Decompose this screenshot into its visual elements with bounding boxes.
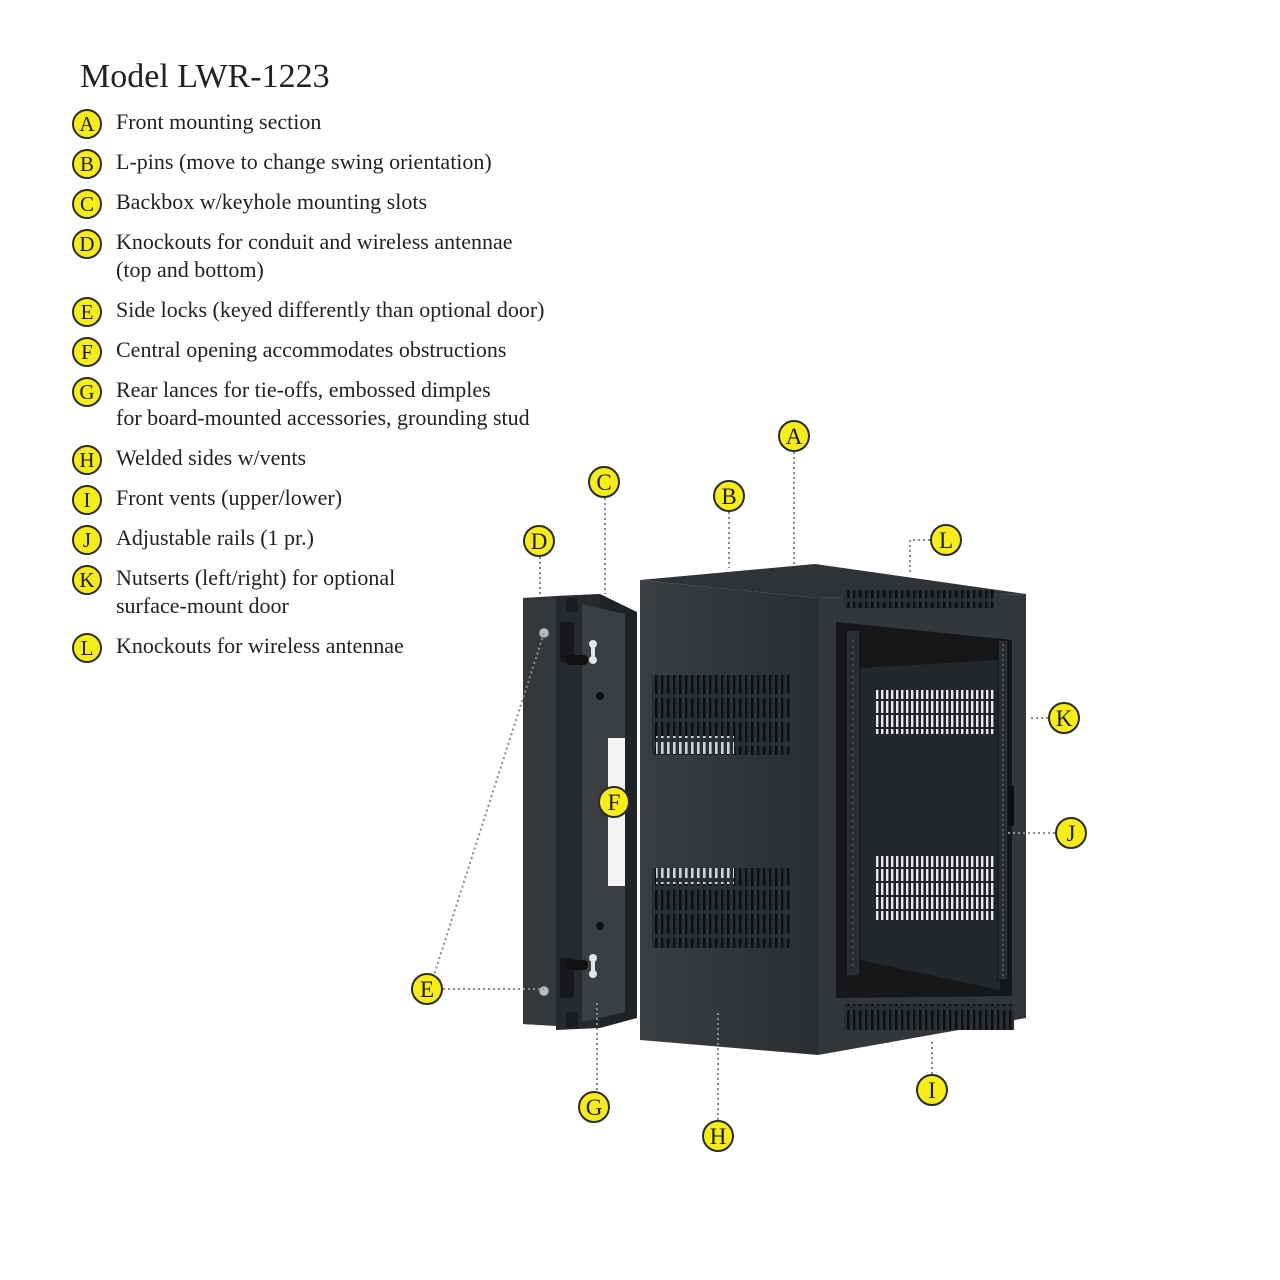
interior-vents-upper: [876, 690, 996, 734]
front-vents-upper: [844, 590, 994, 608]
callout-h: H: [702, 1120, 734, 1152]
callout-b: B: [713, 480, 745, 512]
callout-l: L: [930, 524, 962, 556]
callout-d: D: [523, 525, 555, 557]
legend-text-l: Knockouts for wireless antennae: [116, 633, 404, 658]
legend-text-e: Side locks (keyed differently than optio…: [116, 297, 545, 322]
callout-label-e: E: [420, 977, 434, 1002]
legend-text-g-line2: for board-mounted accessories, grounding…: [116, 405, 530, 430]
legend-item-g: G Rear lances for tie-offs, embossed dim…: [72, 376, 530, 432]
nutsert: [1008, 786, 1014, 826]
callout-badge-f: F: [72, 337, 102, 367]
callout-badge-k: K: [72, 565, 102, 595]
callout-i: I: [916, 1074, 948, 1106]
callout-k: K: [1048, 702, 1080, 734]
callout-badge-i: I: [72, 485, 102, 515]
callout-badge-h: H: [72, 445, 102, 475]
callout-badge-g: G: [72, 377, 102, 407]
callout-badge-l: L: [72, 633, 102, 663]
callout-label-k: K: [1056, 706, 1073, 731]
callout-label-a: A: [786, 424, 803, 449]
callout-label-h: H: [710, 1124, 727, 1149]
diagram-title: Model LWR-1223: [80, 58, 330, 95]
keyhole-slot-top: [589, 640, 597, 664]
callout-e: E: [411, 973, 443, 1005]
callout-c: C: [588, 466, 620, 498]
callout-label-i: I: [928, 1078, 936, 1103]
callout-f: F: [598, 786, 630, 818]
side-lock-bottom: [538, 985, 550, 997]
legend-text-a: Front mounting section: [116, 109, 322, 134]
callout-a: A: [778, 420, 810, 452]
interior-vents-lower: [876, 856, 996, 920]
legend-text-f: Central opening accommodates obstruction…: [116, 337, 507, 362]
callout-label-j: J: [1067, 821, 1076, 846]
backbox: [523, 594, 637, 1030]
legend-text-d-line1: Knockouts for conduit and wireless anten…: [116, 229, 513, 254]
legend-text-i: Front vents (upper/lower): [116, 485, 343, 510]
legend-text-k-line2: surface-mount door: [116, 593, 289, 618]
legend-item-k: K Nutserts (left/right) for optional sur…: [72, 564, 395, 620]
legend-text-g-line1: Rear lances for tie-offs, embossed dimpl…: [116, 377, 491, 402]
legend-text-k-line1: Nutserts (left/right) for optional: [116, 565, 396, 590]
callout-g: G: [578, 1091, 610, 1123]
legend-item-l: L Knockouts for wireless antennae: [72, 632, 404, 663]
callout-label-c: C: [596, 470, 611, 495]
keyhole-slot-bottom: [589, 954, 597, 978]
callout-badge-d: D: [72, 229, 102, 259]
front-mounting-section: [640, 564, 1026, 1055]
callout-label-b: B: [721, 484, 736, 509]
legend-text-b: L-pins (move to change swing orientation…: [116, 149, 492, 174]
legend-text-j: Adjustable rails (1 pr.): [116, 525, 314, 550]
callout-label-g: G: [586, 1095, 603, 1120]
side-lock-top: [538, 627, 550, 639]
callout-label-l: L: [939, 528, 953, 553]
legend-item-c: C Backbox w/keyhole mounting slots: [72, 188, 427, 219]
legend-item-a: A Front mounting section: [72, 108, 321, 139]
callout-badge-a: A: [72, 109, 102, 139]
callout-badge-e: E: [72, 297, 102, 327]
legend-item-d: D Knockouts for conduit and wireless ant…: [72, 228, 513, 284]
front-vents-lower: [844, 1004, 1014, 1030]
leader-l: [909, 539, 930, 574]
legend-item-i: I Front vents (upper/lower): [72, 484, 342, 515]
legend-item-e: E Side locks (keyed differently than opt…: [72, 296, 544, 327]
leader-e1: [432, 632, 545, 979]
legend-text-c: Backbox w/keyhole mounting slots: [116, 189, 428, 214]
legend-item-f: F Central opening accommodates obstructi…: [72, 336, 506, 367]
legend-text-d-line2: (top and bottom): [116, 257, 264, 282]
callout-badge-j: J: [72, 525, 102, 555]
legend-item-b: B L-pins (move to change swing orientati…: [72, 148, 492, 179]
legend-item-h: H Welded sides w/vents: [72, 444, 306, 475]
callout-label-f: F: [608, 790, 621, 815]
callout-badge-c: C: [72, 189, 102, 219]
callout-j: J: [1055, 817, 1087, 849]
legend-item-j: J Adjustable rails (1 pr.): [72, 524, 314, 555]
callout-label-d: D: [531, 529, 548, 554]
callout-badge-b: B: [72, 149, 102, 179]
legend-text-h: Welded sides w/vents: [116, 445, 307, 470]
leader-lines: [432, 452, 1055, 1120]
